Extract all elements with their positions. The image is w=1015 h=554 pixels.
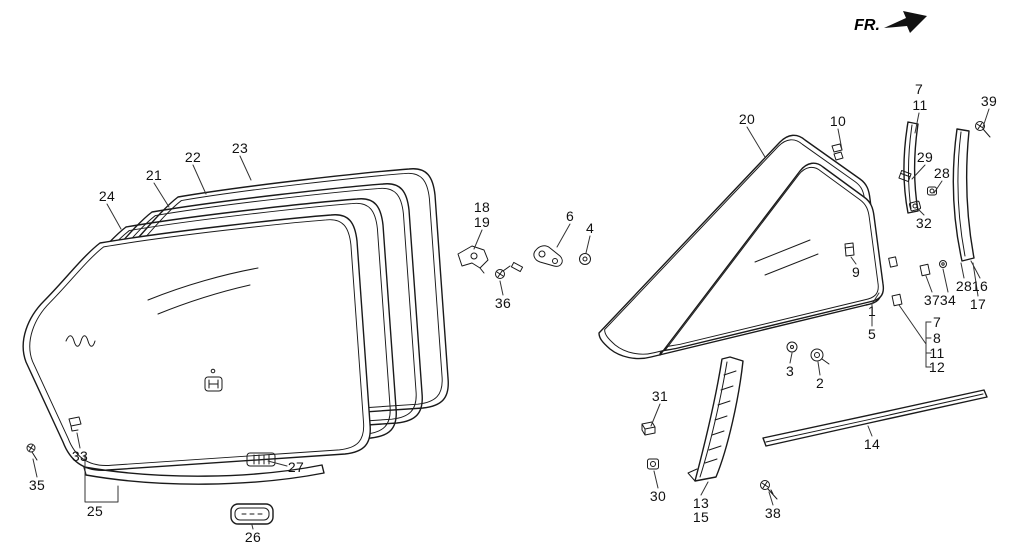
part-label-l34: 34 bbox=[939, 292, 957, 308]
pillar-garnish-13-15 bbox=[687, 356, 744, 482]
part-label-l32: 32 bbox=[915, 215, 933, 231]
part-label-l9: 9 bbox=[851, 264, 861, 280]
part-label-l31: 31 bbox=[651, 388, 669, 404]
grommet-4 bbox=[579, 253, 591, 265]
hardware-middle bbox=[457, 245, 591, 279]
nut-30 bbox=[647, 458, 659, 470]
part-label-l11a: 11 bbox=[912, 97, 928, 113]
cap-26 bbox=[230, 503, 274, 525]
fr-direction-arrow bbox=[884, 11, 927, 33]
part-label-l1: 1 bbox=[867, 303, 877, 319]
part-label-l35: 35 bbox=[28, 477, 46, 493]
part-label-l21: 21 bbox=[145, 167, 163, 183]
part-label-l2: 2 bbox=[815, 375, 825, 391]
part-label-l13: 13 bbox=[692, 495, 710, 511]
bracket-18-19 bbox=[457, 245, 489, 274]
part-label-l27: 27 bbox=[287, 459, 305, 475]
part-label-l6: 6 bbox=[565, 208, 575, 224]
leader-lines bbox=[32, 108, 990, 530]
part-label-l25: 25 bbox=[86, 503, 104, 519]
quarter-window-assembly bbox=[598, 121, 991, 500]
clip-29 bbox=[898, 170, 912, 182]
part-label-l30: 30 bbox=[649, 488, 667, 504]
part-label-l28b: 28 bbox=[955, 278, 973, 294]
part-label-l39: 39 bbox=[980, 93, 998, 109]
part-label-l16: 16 bbox=[971, 278, 989, 294]
rear-window-assembly bbox=[22, 168, 449, 525]
clip-33 bbox=[68, 416, 82, 432]
part-label-l7a: 7 bbox=[914, 81, 924, 97]
screw-39-icon bbox=[975, 121, 991, 138]
lower-molding-25 bbox=[83, 464, 325, 485]
part-label-l5: 5 bbox=[867, 326, 877, 342]
part-label-l4: 4 bbox=[585, 220, 595, 236]
part-label-l19: 19 bbox=[473, 214, 491, 230]
part-label-l24: 24 bbox=[98, 188, 116, 204]
molding-piece-27 bbox=[246, 452, 276, 467]
part-label-l11b: 11 bbox=[929, 345, 945, 361]
fr-label: FR. bbox=[854, 17, 880, 34]
quarter-glass-1 bbox=[659, 162, 885, 356]
washer-3 bbox=[786, 341, 798, 353]
part-label-l14: 14 bbox=[863, 436, 881, 452]
part-label-l7b: 7 bbox=[932, 314, 942, 330]
part-label-l26: 26 bbox=[244, 529, 262, 545]
part-label-l15: 15 bbox=[692, 509, 710, 525]
part-label-l18: 18 bbox=[473, 199, 491, 215]
part-label-l36: 36 bbox=[494, 295, 512, 311]
part-label-l12: 12 bbox=[928, 359, 946, 375]
part-label-l23: 23 bbox=[231, 140, 249, 156]
garnish-strip-7-11 bbox=[903, 121, 919, 214]
part-label-l8: 8 bbox=[932, 330, 942, 346]
glass-reflection-lines bbox=[147, 267, 259, 315]
nut-28-top bbox=[927, 186, 937, 196]
hinge-6 bbox=[533, 245, 563, 267]
belt-molding-14 bbox=[762, 389, 988, 447]
part-label-l3: 3 bbox=[785, 363, 795, 379]
edge-clip-a bbox=[891, 293, 903, 307]
grommet-2 bbox=[810, 348, 830, 365]
part-label-l37: 37 bbox=[923, 292, 941, 308]
glass-etch-mark bbox=[65, 335, 96, 347]
bolt-icon bbox=[510, 261, 524, 273]
part-label-l38: 38 bbox=[764, 505, 782, 521]
rear-glass bbox=[22, 214, 371, 471]
edge-clip-b bbox=[888, 256, 898, 268]
part-label-l28a: 28 bbox=[933, 165, 951, 181]
screw-35-icon bbox=[26, 443, 38, 461]
part-label-l17: 17 bbox=[969, 296, 987, 312]
clip-9 bbox=[844, 242, 855, 257]
screw-36-icon bbox=[495, 265, 511, 279]
part-label-l22: 22 bbox=[184, 149, 202, 165]
part-label-l10: 10 bbox=[829, 113, 847, 129]
quarter-glass-reflections bbox=[754, 239, 819, 276]
clip-37 bbox=[919, 263, 931, 277]
emblem-icon bbox=[204, 368, 223, 392]
clip-31 bbox=[641, 421, 656, 436]
screw-38-icon bbox=[760, 480, 778, 500]
part-label-l20: 20 bbox=[738, 111, 756, 127]
nut-32 bbox=[908, 200, 922, 212]
part-label-l33: 33 bbox=[71, 448, 89, 464]
part-label-l29: 29 bbox=[916, 149, 934, 165]
garnish-strip-16-17 bbox=[952, 128, 975, 262]
washer-34 bbox=[939, 260, 947, 268]
